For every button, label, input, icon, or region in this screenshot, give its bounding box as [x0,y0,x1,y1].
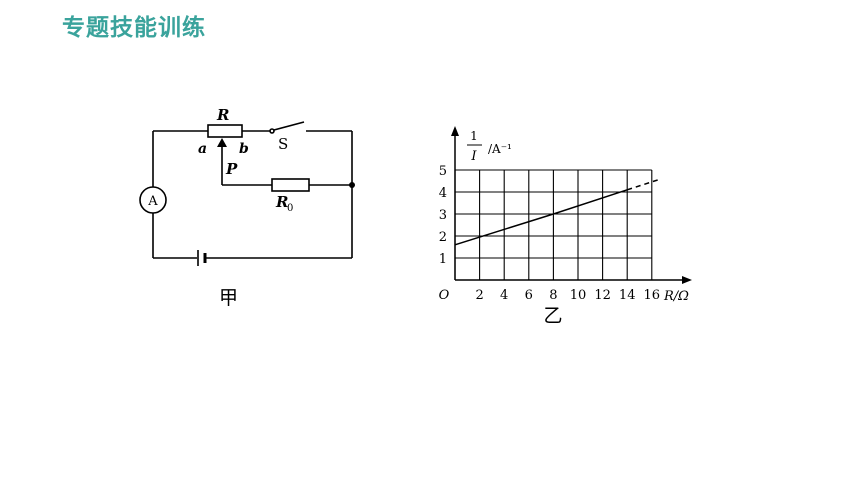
resistor-r-symbol [207,124,243,138]
series-line-2 [626,179,659,191]
label-b: b [239,141,249,157]
label-r0-subscript: 0 [287,203,293,214]
y-tick-label: 3 [439,208,447,223]
switch-blade [273,121,305,131]
slider-arrow-icon [217,138,227,147]
label-switch-s: S [278,135,288,153]
y-axis-arrow-icon [451,126,459,136]
y-tick-label: 1 [439,252,447,267]
series-line-1 [454,189,628,246]
x-tick-label: 16 [644,288,661,303]
x-tick-label: 2 [475,288,483,303]
caption-jia: 甲 [219,287,238,309]
label-r: R [216,106,229,124]
label-a: a [198,141,207,157]
y-axis-label-numerator: 1 [470,129,478,143]
x-axis-label: R/Ω [663,289,689,304]
x-tick-label: 10 [570,288,587,303]
label-p: P [225,160,238,178]
page-title: 专题技能训练 [62,15,206,41]
caption-yi: 乙 [543,305,562,327]
x-tick-label: 14 [619,288,636,303]
circuit-diagram [139,121,355,266]
y-axis-label-unit: /A⁻¹ [488,142,512,156]
origin-label: O [439,288,450,303]
ammeter-label: A [147,194,158,209]
x-tick-label: 12 [594,288,611,303]
switch-pivot [269,128,275,134]
y-tick-label: 5 [439,164,447,179]
x-axis-arrow-icon [682,276,692,284]
resistor-r0-symbol [271,178,310,192]
y-tick-label: 2 [439,230,447,245]
y-tick-label: 4 [439,186,447,201]
x-tick-label: 8 [549,288,557,303]
y-axis-label-denominator: I [470,149,477,164]
x-tick-label: 6 [525,288,533,303]
x-tick-label: 4 [500,288,508,303]
label-r0: R [275,193,288,211]
